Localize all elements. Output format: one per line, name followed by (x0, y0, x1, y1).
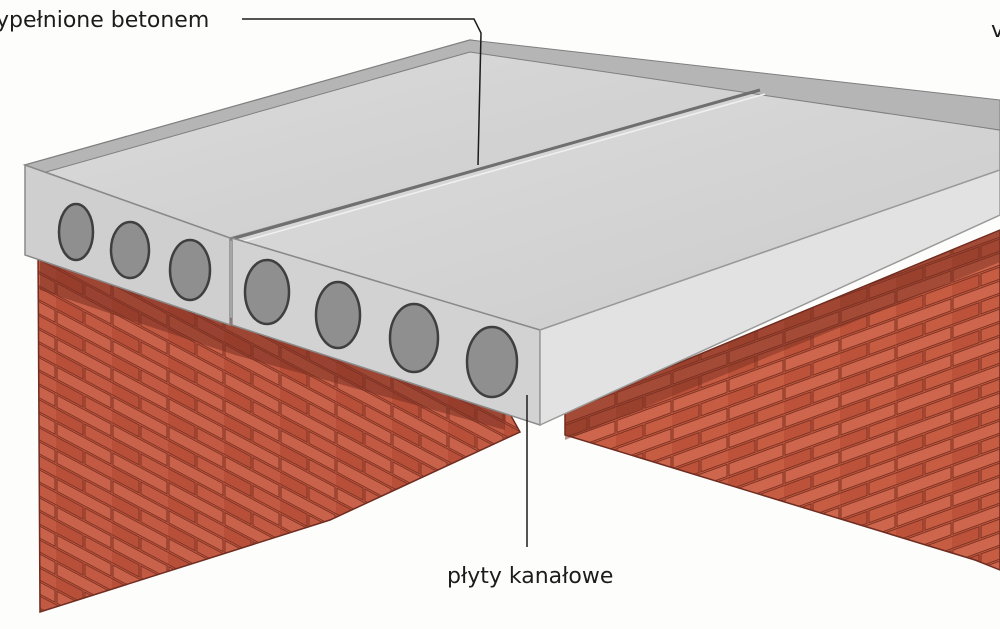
channel-hole (168, 238, 212, 302)
cropped-label: v (991, 18, 1000, 43)
concrete-joint (227, 88, 761, 242)
leader-line-joint (242, 18, 482, 166)
channel-hole (314, 280, 362, 350)
slab-channels-right (243, 258, 519, 399)
joint-fill-label: ypełnione betonem (0, 8, 210, 33)
hollow-slabs-label: płyty kanałowe (447, 564, 614, 589)
channel-hole (109, 220, 151, 280)
slab-side-edge (539, 169, 1000, 427)
channel-hole (465, 325, 519, 399)
channel-hole (57, 202, 95, 262)
concrete-joint-highlight (233, 93, 766, 245)
slab-channels-left (57, 202, 212, 302)
channel-hole (388, 302, 440, 374)
channel-hole (243, 258, 291, 326)
wall-shadow-right (565, 230, 1000, 440)
